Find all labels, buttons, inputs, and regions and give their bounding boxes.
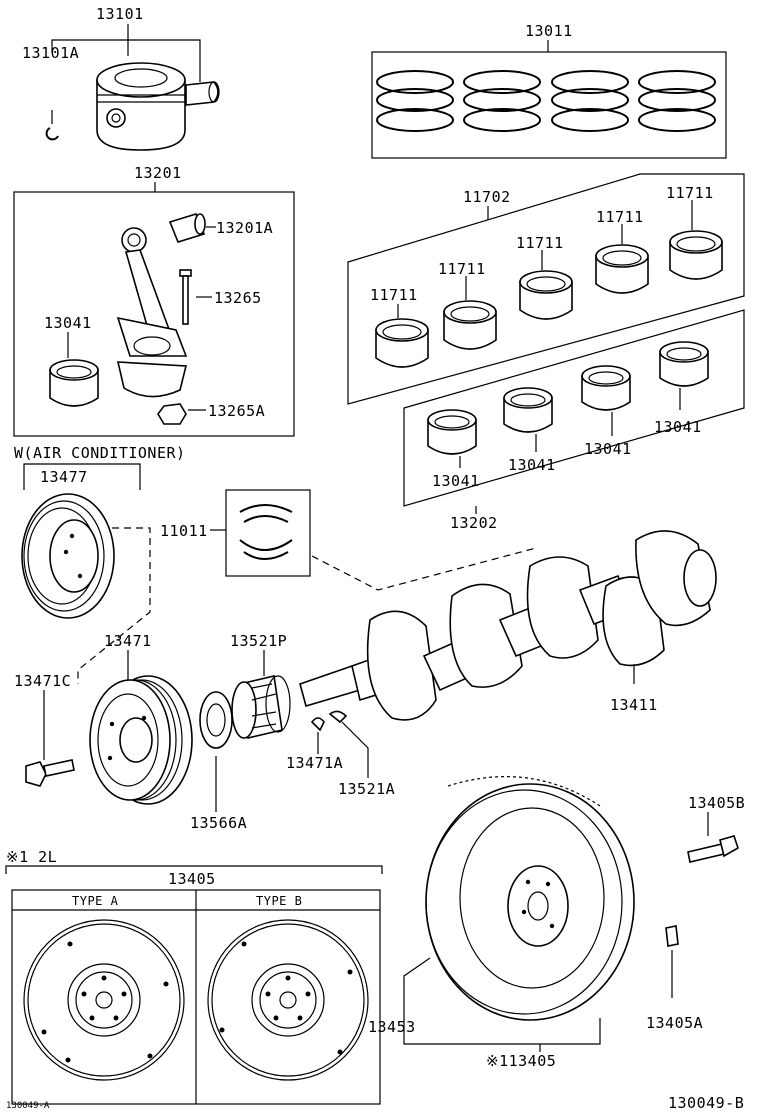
label-main-bearing-2: 11711 bbox=[438, 260, 486, 278]
label-main-bearing-3: 11711 bbox=[516, 234, 564, 252]
label-conrod-nut: 13265A bbox=[208, 402, 265, 420]
ac-pulley-dashed-link bbox=[77, 527, 151, 684]
crank-pulley bbox=[89, 675, 193, 805]
label-main-bearing-group: 11702 bbox=[463, 188, 511, 206]
conrod-bearing-panel bbox=[403, 309, 745, 507]
label-pulley-bolt: 13471C bbox=[14, 672, 71, 690]
label-ac-pulley: 13477 bbox=[40, 468, 88, 486]
label-conrod-bush: 13201A bbox=[216, 219, 273, 237]
flywheel bbox=[425, 776, 635, 1021]
label-oil-slinger: 13566A bbox=[190, 814, 247, 832]
conrod-bolt bbox=[179, 269, 192, 325]
label-conrod-bearing-1: 13041 bbox=[432, 472, 480, 490]
flywheel-type-a bbox=[23, 919, 185, 1081]
flywheel-type-b bbox=[207, 919, 369, 1081]
label-flywheel-assy: ※113405 bbox=[486, 1052, 556, 1070]
label-conrod: 13201 bbox=[134, 164, 182, 182]
flywheel-ring-leader bbox=[403, 957, 601, 1045]
label-type-b: TYPE B bbox=[256, 894, 302, 908]
label-main-bearing-5: 11711 bbox=[666, 184, 714, 202]
main-bearing-1 bbox=[375, 318, 429, 368]
timing-gear bbox=[231, 675, 291, 739]
crankshaft bbox=[299, 530, 717, 721]
ring-set-box bbox=[371, 51, 727, 159]
label-conrod-bearing-3: 13041 bbox=[584, 440, 632, 458]
thrust-washer-box bbox=[225, 489, 311, 577]
conrod-bearing-1 bbox=[427, 409, 477, 455]
label-flywheel-bolt: 13405B bbox=[688, 794, 745, 812]
label-key-2: 13521A bbox=[338, 780, 395, 798]
flywheel-bolt bbox=[687, 835, 739, 863]
conrod-bearing-3 bbox=[581, 365, 631, 411]
key-13521a bbox=[328, 710, 348, 724]
label-piston-pin-clip: 13101A bbox=[22, 44, 79, 62]
label-conrod-bearing-group: 13202 bbox=[450, 514, 498, 532]
conrod-bearing-2 bbox=[503, 387, 553, 433]
main-bearing-3 bbox=[519, 270, 573, 320]
label-conrod-bearing-left: 13041 bbox=[44, 314, 92, 332]
flywheel-pin bbox=[665, 925, 679, 947]
label-flywheel-box: 13405 bbox=[168, 870, 216, 888]
piston-leader bbox=[51, 39, 201, 82]
main-bearing-5 bbox=[669, 230, 723, 280]
label-note-2l: ※1 2L bbox=[6, 848, 57, 866]
label-conrod-bolt: 13265 bbox=[214, 289, 262, 307]
label-type-a: TYPE A bbox=[72, 894, 119, 908]
label-ac-note: W(AIR CONDITIONER) bbox=[14, 444, 186, 462]
label-ring-set: 13011 bbox=[525, 22, 573, 40]
label-conrod-bearing-4: 13041 bbox=[654, 418, 702, 436]
main-bearing-2 bbox=[443, 300, 497, 350]
conrod-nut bbox=[157, 403, 187, 425]
oil-slinger bbox=[199, 691, 233, 749]
conrod-box bbox=[13, 191, 295, 437]
ring-set bbox=[376, 70, 716, 132]
conrod-bearing-4 bbox=[659, 341, 709, 387]
doc-code-small: 130049-A bbox=[6, 1101, 50, 1111]
ac-bracket bbox=[23, 463, 141, 490]
label-thrust-washer: 11011 bbox=[160, 522, 208, 540]
label-timing-gear: 13521P bbox=[230, 632, 287, 650]
pulley-bolt bbox=[25, 759, 75, 787]
label-piston: 13101 bbox=[96, 5, 144, 23]
label-main-bearing-4: 11711 bbox=[596, 208, 644, 226]
flywheel-box-bracket bbox=[5, 865, 383, 874]
connecting-rod bbox=[116, 227, 188, 398]
label-crank-pulley: 13471 bbox=[104, 632, 152, 650]
piston-pin-clip bbox=[45, 127, 59, 141]
thrust-washer-dashed-link bbox=[311, 547, 537, 591]
ac-pulley bbox=[21, 493, 115, 619]
label-key-1: 13471A bbox=[286, 754, 343, 772]
thrust-washer bbox=[239, 504, 293, 560]
conrod-bearing-left bbox=[49, 359, 99, 407]
label-flywheel-ring: 13453 bbox=[368, 1018, 416, 1036]
key-13471a bbox=[310, 717, 325, 732]
label-flywheel-pin: 13405A bbox=[646, 1014, 703, 1032]
label-main-bearing-1: 11711 bbox=[370, 286, 418, 304]
label-conrod-bearing-2: 13041 bbox=[508, 456, 556, 474]
main-bearing-4 bbox=[595, 244, 649, 294]
label-crankshaft: 13411 bbox=[610, 696, 658, 714]
doc-code: 130049-B bbox=[668, 1094, 744, 1112]
piston bbox=[96, 62, 220, 151]
main-bearing-panel bbox=[347, 173, 745, 405]
conrod-bush bbox=[168, 213, 206, 243]
